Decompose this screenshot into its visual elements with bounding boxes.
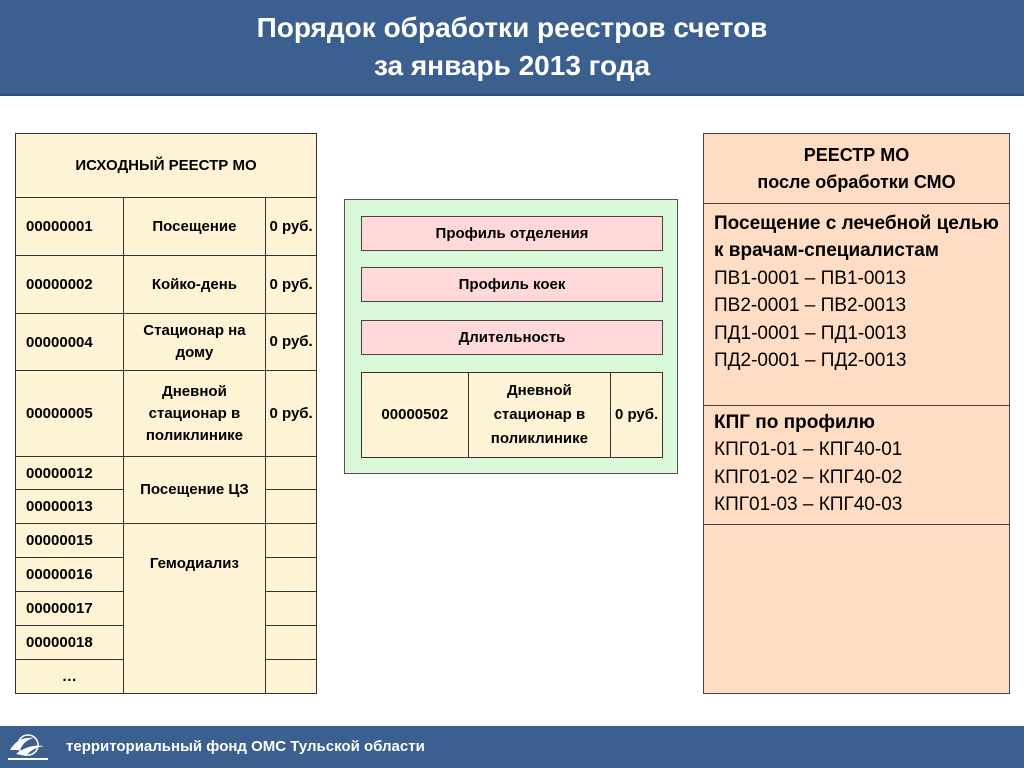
source-registry-table: ИСХОДНЫЙ РЕЕСТР МО 00000001 Посещение 0 … [15,133,317,694]
row-code: 00000004 [15,313,124,371]
row-name: Посещение [122,197,267,256]
row-amount [265,659,317,694]
table-row: 00000017 [15,591,317,626]
processed-registry-title: РЕЕСТР МО [803,144,910,165]
code-range: КПГ01-01 – КПГ40-01 [714,439,903,461]
footer-text: территориальный фонд ОМС Тульской област… [66,738,425,755]
table-row: 00000012 Посещение ЦЗ [15,456,317,524]
page-title-line2: за январь 2013 года [373,50,651,81]
result-code: 00000502 [361,372,469,458]
specialist-visits-section: Посещение с лечебной целью к врачам-спец… [704,204,1009,406]
row-name: Дневной стационар в поликлинике [122,370,267,457]
page-footer: территориальный фонд ОМС Тульской област… [0,726,1024,768]
row-amount: 0 руб. [265,197,317,256]
code-range: КПГ01-02 – КПГ40-02 [714,466,903,488]
row-name: Койко-день [122,255,267,314]
tfoms-logo-icon [8,734,48,760]
row-amount [265,591,317,626]
section-title: КПГ по профилю [714,412,875,433]
row-amount [265,625,317,660]
row-name: Посещение ЦЗ [122,456,267,524]
row-code: 00000013 [15,489,124,524]
row-code: 00000012 [15,456,124,490]
table-row: 00000005 Дневной стационар в поликлинике… [15,370,317,457]
row-code: 00000002 [15,255,124,314]
kpg-section: КПГ по профилю КПГ01-01 – КПГ40-01 КПГ01… [704,406,1009,525]
table-row: 00000502 Дневной стационар в поликлинике… [361,372,663,458]
processed-registry-panel: РЕЕСТР МО после обработки СМО Посещение … [703,133,1010,694]
department-profile-box: Профиль отделения [361,216,663,251]
row-amount: 0 руб. [265,370,317,457]
row-code: 00000005 [15,370,124,457]
code-range: ПВ2-0001 – ПВ2-0013 [714,295,907,317]
row-code: 00000015 [15,523,124,558]
table-row: 00000002 Койко-день 0 руб. [15,255,317,314]
result-row-table: 00000502 Дневной стационар в поликлинике… [361,372,663,458]
code-range: ПВ1-0001 – ПВ1-0013 [714,267,907,289]
row-code: 00000018 [15,625,124,660]
code-range: ПД2-0001 – ПД2-0013 [714,350,907,372]
row-amount [265,489,317,524]
row-amount: 0 руб. [265,255,317,314]
row-name-text: Гемодиализ [149,554,239,572]
page-title-line1: Порядок обработки реестров счетов [256,12,768,43]
table-row: 00000004 Стационар на дому 0 руб. [15,313,317,371]
row-amount [265,456,317,490]
table-row: 00000001 Посещение 0 руб. [15,197,317,256]
row-code: … [15,659,124,694]
table-row: 00000013 [15,489,317,524]
processed-registry-header: РЕЕСТР МО после обработки СМО [704,134,1009,204]
duration-box: Длительность [361,320,663,355]
result-amount: 0 руб. [610,372,663,458]
row-code: 00000017 [15,591,124,626]
result-name: Дневной стационар в поликлинике [467,372,612,458]
page-header: Порядок обработки реестров счетов за янв… [0,0,1024,96]
table-row: … [15,659,317,694]
bed-profile-box: Профиль коек [361,267,663,302]
processing-panel: Профиль отделения Профиль коек Длительно… [344,199,678,474]
table-row: 00000015 Гемодиализ [15,523,317,694]
row-code: 00000001 [15,197,124,256]
code-range: КПГ01-03 – КПГ40-03 [714,494,903,516]
row-amount [265,523,317,558]
row-amount: 0 руб. [265,313,317,371]
row-name: Стационар на дому [122,313,267,371]
code-range: ПД1-0001 – ПД1-0013 [714,322,907,344]
processed-registry-subtitle: после обработки СМО [757,171,956,192]
row-name: Гемодиализ [122,523,267,694]
section-title: Посещение с лечебной целью к врачам-спец… [714,213,999,262]
row-amount [265,557,317,592]
row-code: 00000016 [15,557,124,592]
source-registry-title: ИСХОДНЫЙ РЕЕСТР МО [15,133,317,198]
